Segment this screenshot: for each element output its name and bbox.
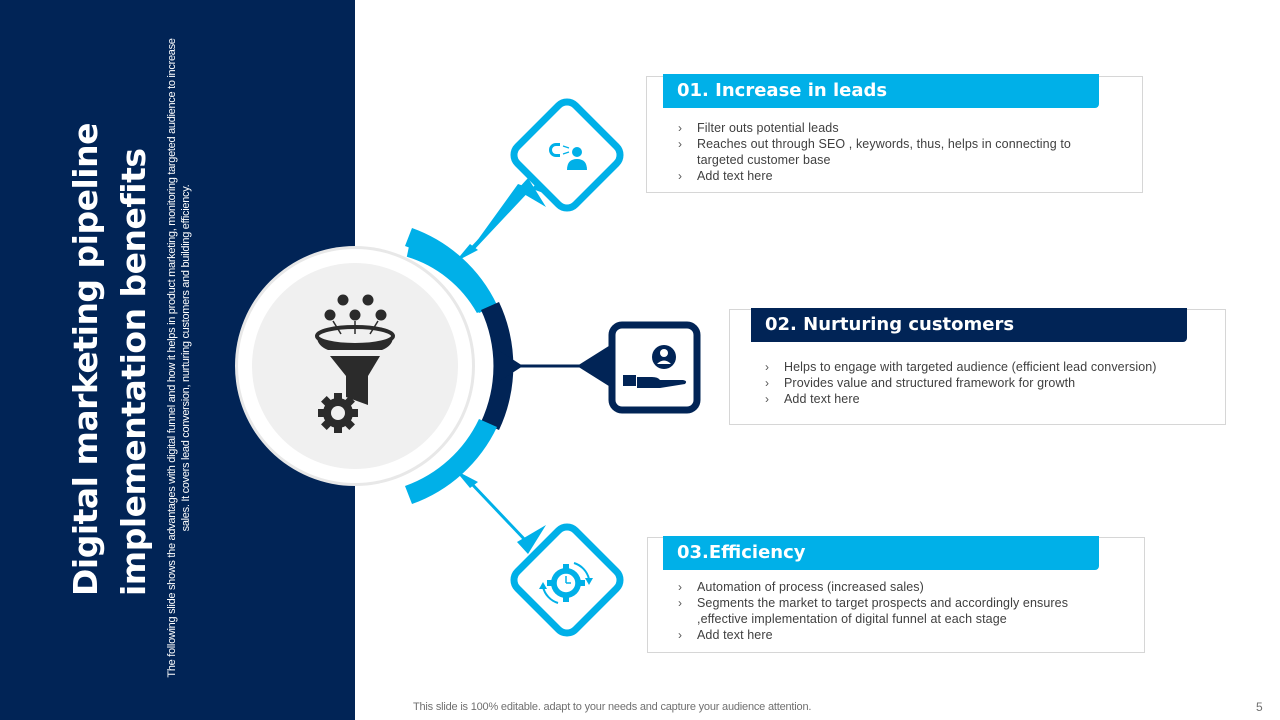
chevron-right-icon: › — [678, 137, 683, 151]
clock-gear-cycle-icon — [539, 562, 593, 604]
bullet-item: ›Filter outs potential leads — [678, 121, 839, 135]
card-heading-leads: 01. Increase in leads — [663, 74, 1099, 108]
bullet-item: ›Add text here — [678, 169, 773, 183]
icon-box-leads — [510, 98, 624, 212]
bullet-item: ›Automation of process (increased sales) — [678, 580, 924, 594]
bullets-nurturing: ›Helps to engage with targeted audience … — [765, 359, 1205, 407]
bullet-item: ›Reaches out through SEO , keywords, thu… — [678, 137, 1071, 167]
funnel-gear-icon — [315, 294, 395, 433]
chevron-right-icon: › — [678, 580, 683, 594]
bullet-item: ›Segments the market to target prospects… — [678, 596, 1069, 626]
chevron-right-icon: › — [765, 360, 770, 374]
bullets-leads: ›Filter outs potential leads ›Reaches ou… — [678, 120, 1108, 184]
chevron-right-icon: › — [678, 628, 683, 642]
chevron-right-icon: › — [765, 392, 770, 406]
magnet-user-icon — [549, 143, 587, 170]
chevron-right-icon: › — [678, 169, 683, 183]
chevron-right-icon: › — [678, 121, 683, 135]
page-number: 5 — [1256, 700, 1263, 714]
bullet-item: ›Add text here — [765, 392, 860, 406]
chevron-right-icon: › — [678, 596, 683, 610]
bullet-item: ›Helps to engage with targeted audience … — [765, 360, 1157, 374]
chevron-right-icon: › — [765, 376, 770, 390]
bullet-item: ›Add text here — [678, 628, 773, 642]
footer-note: This slide is 100% editable. adapt to yo… — [413, 701, 812, 713]
card-heading-efficiency: 03.Efficiency — [663, 536, 1099, 570]
icon-box-nurturing — [608, 321, 701, 414]
hand-user-icon — [623, 345, 687, 388]
bullets-efficiency: ›Automation of process (increased sales)… — [678, 579, 1108, 643]
bullet-item: ›Provides value and structured framework… — [765, 376, 1076, 390]
card-heading-nurturing: 02. Nurturing customers — [751, 308, 1187, 342]
